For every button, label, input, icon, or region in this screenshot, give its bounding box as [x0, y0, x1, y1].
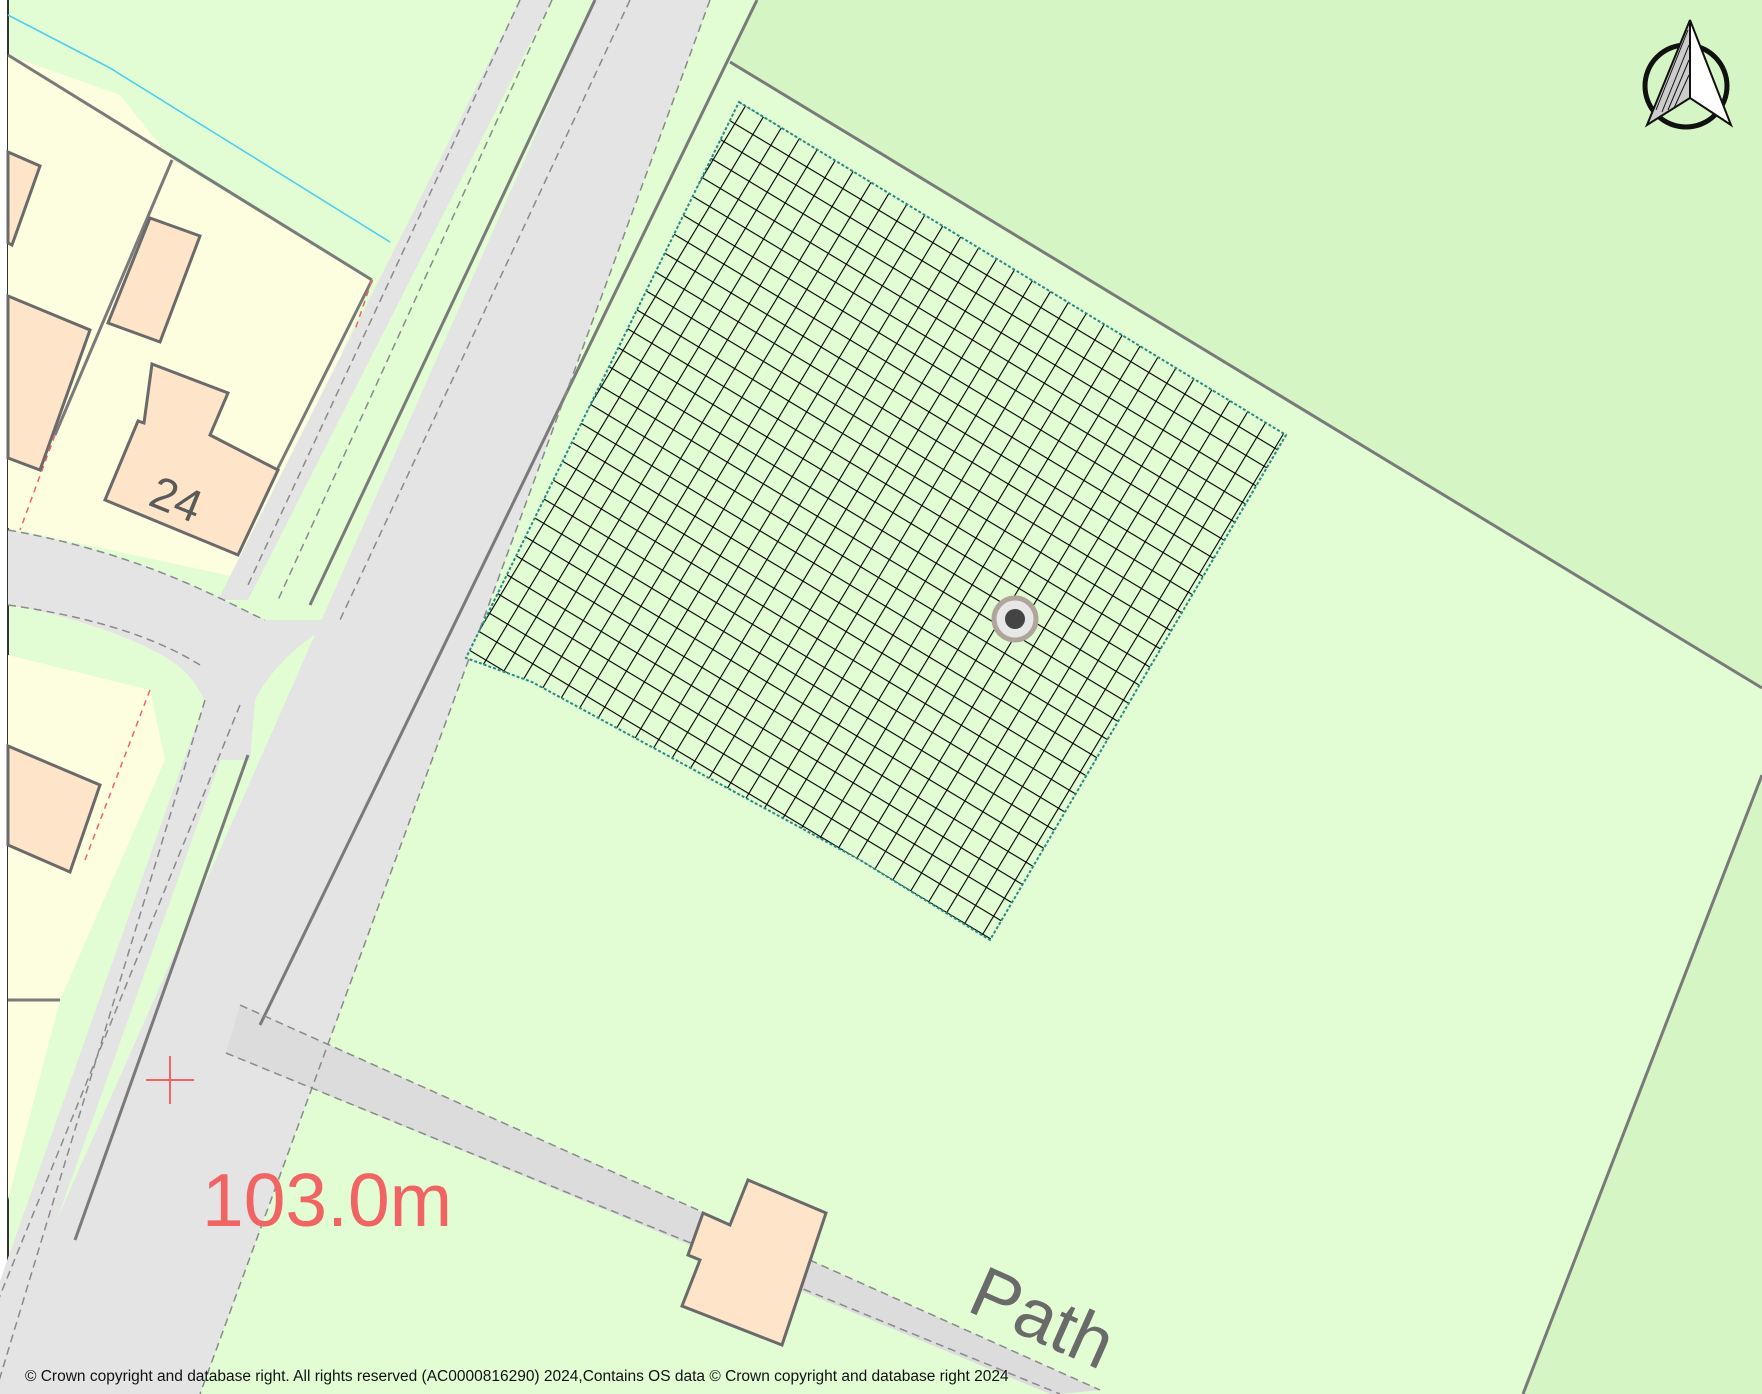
- building-24: [103, 361, 280, 557]
- map-margin: [0, 0, 8, 1394]
- watercourse: [7, 14, 391, 243]
- footway-upper: [218, 0, 552, 600]
- site-boundary-hatched: [464, 100, 1288, 942]
- footway-lower: [0, 700, 240, 1380]
- side-road: [8, 530, 340, 760]
- site-location-marker-icon: [991, 595, 1039, 643]
- spot-height-cross-icon: [146, 1056, 194, 1104]
- building-c: [6, 293, 92, 472]
- copyright-notice: © Crown copyright and database right. Al…: [25, 1368, 1009, 1385]
- boundary-lines: [7, 0, 1762, 1394]
- building-d: [6, 743, 102, 875]
- road-edge-dashes: [0, 0, 1101, 1394]
- building-a: [6, 149, 42, 248]
- main-road: [0, 0, 710, 1394]
- footpath: [226, 1005, 1100, 1394]
- parish-boundary: [19, 279, 373, 861]
- buildings: [6, 149, 828, 1347]
- garden-plot-upper: [8, 55, 372, 580]
- spot-height-label: 103.0m: [202, 1158, 452, 1242]
- field-area: [730, 0, 1762, 688]
- building-b: [106, 216, 202, 344]
- north-arrow-icon: [1642, 19, 1734, 130]
- building-path: [680, 1178, 828, 1347]
